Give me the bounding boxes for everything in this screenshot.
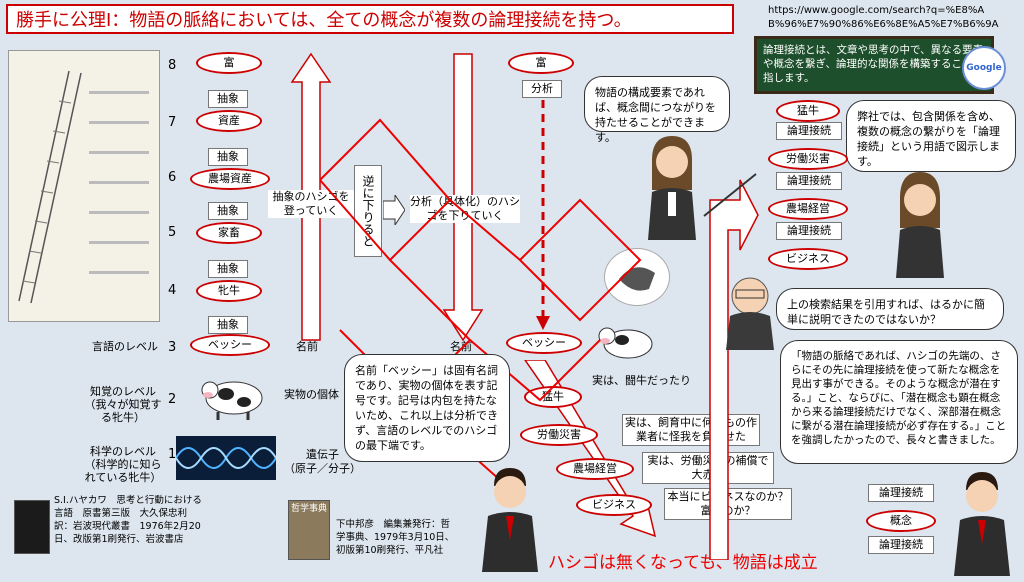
note-bullfight: 実は、闘牛だったり: [592, 374, 691, 387]
chain-cow: 猛牛: [776, 100, 840, 122]
bottom-link-2: 論理接続: [868, 536, 934, 554]
level-8: 8: [168, 58, 177, 73]
hayakawa-book-cover: [14, 500, 50, 554]
woman-right-figure: [880, 168, 960, 278]
bottom-concept: 概念: [866, 510, 936, 532]
ladder-wealth: 富: [196, 52, 262, 74]
right-ladder-bessie: ベッシー: [506, 332, 582, 354]
cow-image-left: [200, 372, 266, 422]
conclusion-text: ハシゴは無くなっても、物語は成立: [548, 553, 818, 573]
ladder-farm-assets: 農場資産: [190, 168, 270, 190]
ladder-assets: 資産: [196, 110, 262, 132]
philosophy-citation: 下中邦彦 編集兼発行：哲学事典、1979年3月10日、初版第10刷発行、平凡社: [336, 519, 455, 556]
google-logo: Google: [962, 46, 1006, 90]
level-1: 1: [168, 447, 177, 462]
ladder-bessie: ベッシー: [190, 334, 270, 356]
fall-labor: 労働災害: [520, 424, 598, 446]
ladder-scan-image: [8, 50, 160, 322]
fall-cow: 猛牛: [524, 386, 582, 408]
philosophy-book-cover: 哲学事典: [288, 500, 330, 560]
perception-level-label: 知覚のレベル （我々が知覚する牝牛）: [84, 385, 162, 424]
reverse-label: 逆に下りると: [354, 165, 382, 257]
gene-label: 遺伝子 （原子／分子）: [284, 448, 361, 475]
teacher-bubble: 物語の構成要素であれば、概念間につながりを持たせることができます。: [584, 76, 730, 144]
ladder-cow: 牝牛: [196, 280, 262, 302]
search-url-link[interactable]: https://www.google.com/search?q=%E8%A B%…: [768, 5, 999, 30]
definition-blackboard: 論理接続とは、文章や思考の中で、異なる要素や概念を繋ぎ、論理的な関係を構築するこ…: [754, 36, 994, 94]
level-7: 7: [168, 115, 177, 130]
cow-image-right: [598, 318, 654, 366]
language-level-label: 言語のレベル: [92, 340, 158, 353]
analysis-label: 分析: [522, 80, 562, 98]
abstract-label-5: 抽象: [208, 316, 248, 334]
abstract-label-2: 抽象: [208, 148, 248, 166]
right-explanation-bubble: 「物語の脈絡であれば、ハシゴの先端の、さらにその先に論理接続を使って新たな概念を…: [780, 340, 1018, 464]
company-bubble: 弊社では、包含関係を含め、複数の概念の繋がりを「論理接続」という用語で図示します…: [846, 100, 1016, 172]
old-man-bubble: 上の検索結果を引用すれば、はるかに簡単に説明できたのではないか？: [776, 288, 1004, 330]
bull-image: [604, 248, 670, 306]
businessman-right-figure: [944, 466, 1020, 576]
chain-link-1: 論理接続: [776, 122, 842, 140]
ladder-illustration: [18, 70, 149, 304]
teacher-woman-figure: [630, 130, 710, 240]
analysis-descend-label: 分析（具体化）のハシゴを下りていく: [410, 195, 520, 223]
fall-farm: 農場経営: [556, 458, 634, 480]
page-title: 勝手に公理Ⅰ：物語の脈絡においては、全ての概念が複数の論理接続を持つ。: [6, 4, 734, 34]
businessman-left-figure: [472, 462, 548, 572]
abstract-label-1: 抽象: [208, 90, 248, 108]
level-4: 4: [168, 283, 177, 298]
climb-label: 抽象のハシゴを登っていく: [268, 190, 354, 218]
abstract-label-3: 抽象: [208, 202, 248, 220]
name-label-left: 名前: [296, 340, 318, 353]
chain-labor: 労働災害: [768, 148, 848, 170]
bottom-link-1: 論理接続: [868, 484, 934, 502]
chain-link-3: 論理接続: [776, 222, 842, 240]
reverse-arrow: [382, 193, 406, 227]
level-2: 2: [168, 392, 177, 407]
philosophy-cover-title: 哲学事典: [290, 504, 327, 514]
bessie-bubble: 名前「ベッシー」は固有名詞であり、実物の個体を表す記号です。記号は内包を持たない…: [344, 354, 510, 462]
chain-business: ビジネス: [768, 248, 848, 270]
analysis-dashed-arrow: [536, 100, 550, 332]
name-label-right: 名前: [450, 340, 472, 353]
abstract-label-4: 抽象: [208, 260, 248, 278]
level-5: 5: [168, 225, 177, 240]
chain-link-2: 論理接続: [776, 172, 842, 190]
level-6: 6: [168, 170, 177, 185]
right-ladder-wealth: 富: [508, 52, 574, 74]
dna-image: [175, 436, 277, 480]
science-level-label: 科学のレベル （科学的に知られている牝牛）: [84, 445, 162, 484]
fall-business: ビジネス: [576, 494, 652, 516]
real-individual-label: 実物の個体: [284, 388, 339, 401]
old-man-figure: [720, 270, 780, 350]
level-3: 3: [168, 340, 177, 355]
chain-farm: 農場経営: [768, 198, 848, 220]
ladder-livestock: 家畜: [196, 222, 262, 244]
pointer-stick: [700, 170, 760, 220]
note-loss: 実は、労働災害の補償で大赤字: [642, 452, 774, 484]
hayakawa-citation: S.I.ハヤカワ 思考と行動における言語 原書第三版 大久保忠利 訳：岩波現代叢…: [54, 495, 202, 545]
